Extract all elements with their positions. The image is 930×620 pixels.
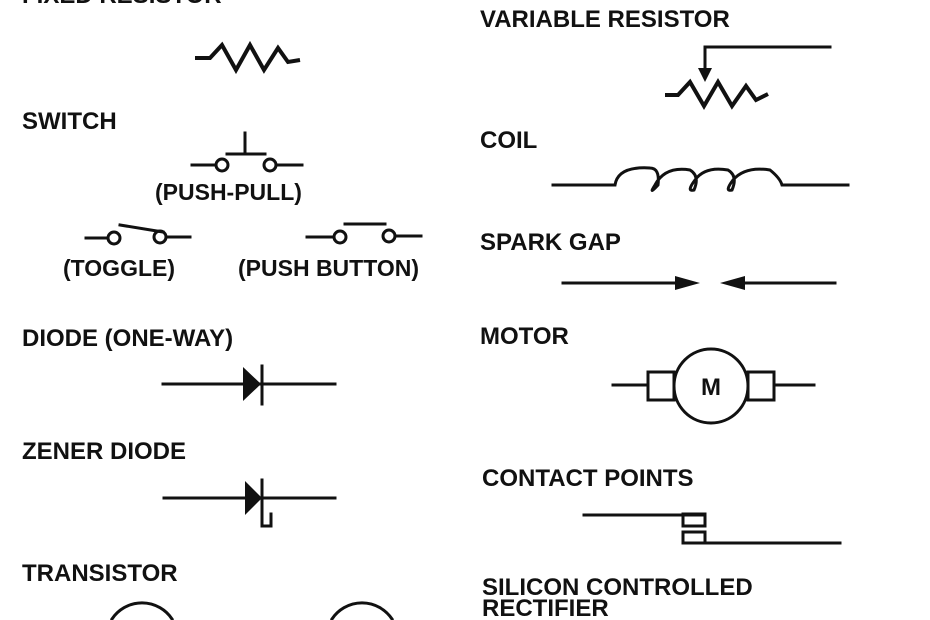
- scr-label-line2: RECTIFIER: [482, 595, 609, 620]
- diode-label: DIODE (ONE-WAY): [22, 325, 233, 352]
- toggle-label: (TOGGLE): [63, 255, 175, 281]
- scr-label-line1: SILICON CONTROLLED: [482, 574, 753, 601]
- motor-symbol: M: [611, 347, 816, 425]
- variable-resistor-symbol: [665, 45, 832, 110]
- fixed-resistor-label: FIXED RESISTOR: [22, 0, 222, 9]
- motor-m-glyph: M: [701, 374, 721, 401]
- diode-symbol: [161, 364, 337, 406]
- spark-gap-label: SPARK GAP: [480, 229, 621, 256]
- transistor-symbols: [109, 601, 395, 620]
- coil-symbol: [551, 166, 850, 192]
- coil-label: COIL: [480, 127, 537, 154]
- zener-diode-label: ZENER DIODE: [22, 438, 186, 465]
- push-pull-switch-symbol: [190, 131, 304, 173]
- push-pull-label: (PUSH-PULL): [155, 179, 302, 205]
- transistor-label: TRANSISTOR: [22, 560, 178, 587]
- push-button-label: (PUSH BUTTON): [238, 255, 419, 281]
- transistor-circle-right: [329, 601, 395, 620]
- fixed-resistor-symbol: [195, 40, 301, 75]
- transistor-circle-left: [109, 601, 175, 620]
- zener-diode-symbol: [162, 478, 337, 528]
- contact-points-label: CONTACT POINTS: [482, 465, 694, 492]
- push-button-switch-symbol: [305, 222, 423, 245]
- spark-gap-symbol: [561, 276, 837, 290]
- motor-label: MOTOR: [480, 323, 569, 350]
- variable-resistor-label: VARIABLE RESISTOR: [480, 6, 730, 33]
- toggle-switch-symbol: [84, 223, 192, 246]
- switch-label: SWITCH: [22, 108, 117, 135]
- contact-points-symbol: [582, 512, 842, 545]
